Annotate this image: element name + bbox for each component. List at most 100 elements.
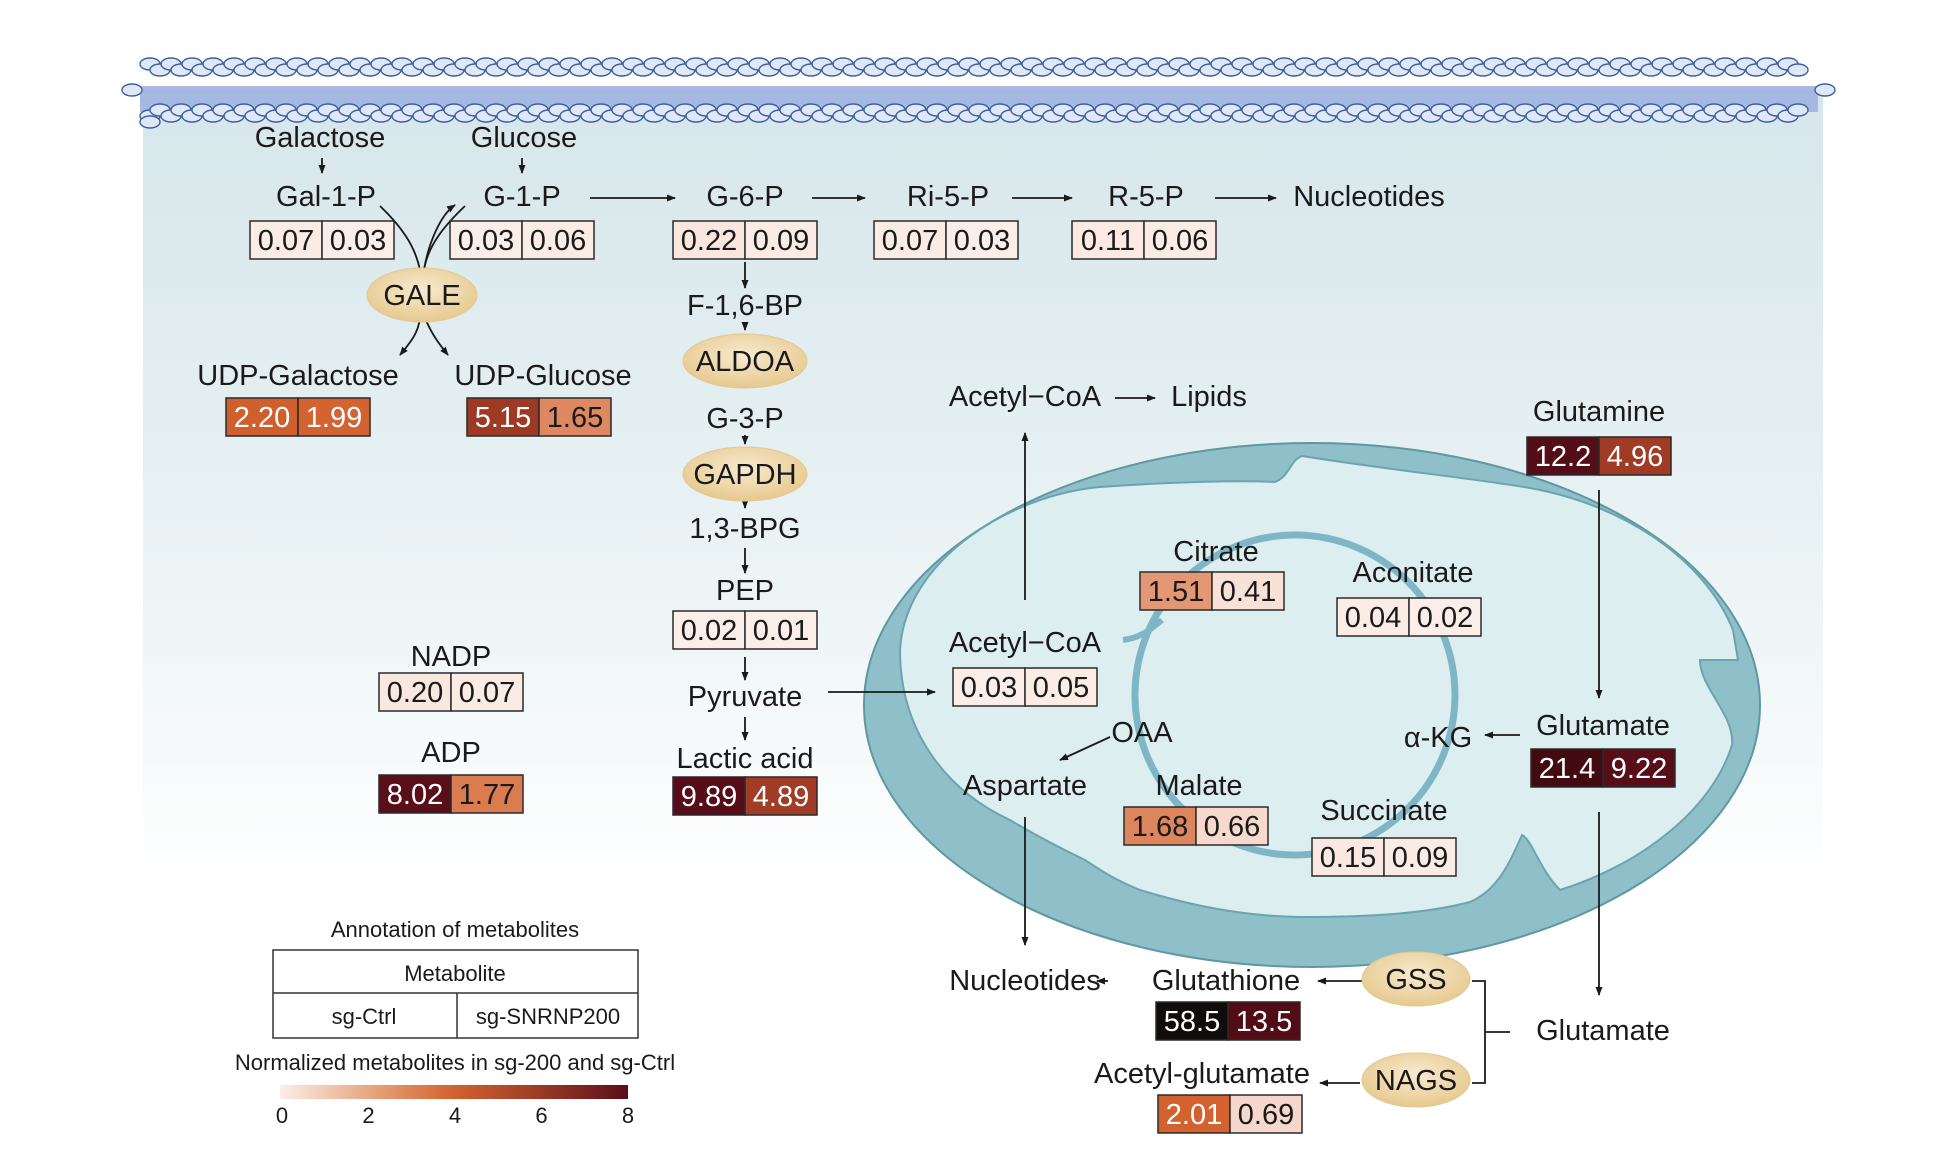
- value-cell-sg-ctrl: [449, 220, 523, 260]
- enzyme-label: GSS: [1385, 964, 1446, 996]
- label-succinate: Succinate: [1320, 795, 1447, 827]
- legend-color-scale: [280, 1085, 628, 1099]
- enzymes: GALE ALDOA GAPDH GSS NAGS: [366, 267, 1471, 1108]
- value-text: 0.03: [458, 225, 514, 257]
- label-aspartate: Aspartate: [963, 770, 1087, 802]
- value-text: 0.02: [681, 615, 737, 647]
- enzyme-label: NAGS: [1375, 1065, 1457, 1097]
- label-f16bp: F-1,6-BP: [687, 290, 803, 322]
- value-text: 0.07: [459, 677, 515, 709]
- value-text: 8.02: [387, 779, 443, 811]
- value-text: 1.65: [547, 402, 603, 434]
- label-gal1p: Gal-1-P: [276, 181, 376, 213]
- label-glutamate-bottom: Glutamate: [1536, 1015, 1670, 1047]
- value-box-g1p: 0.03 0.06: [449, 220, 595, 260]
- value-cell-sg-snrnp200: [1598, 436, 1672, 476]
- value-text: 1.77: [459, 779, 515, 811]
- value-box-g6p: 0.22 0.09: [672, 220, 818, 260]
- legend-table: [272, 949, 639, 1039]
- value-cell-sg-ctrl: [672, 220, 746, 260]
- value-cell-sg-snrnp200: [1227, 1001, 1301, 1041]
- value-cell-sg-ctrl: [672, 776, 746, 816]
- value-text: 0.07: [258, 225, 314, 257]
- enzyme-nags: NAGS: [1361, 1052, 1471, 1108]
- value-cell-sg-snrnp200: [1602, 748, 1676, 788]
- label-citrate: Citrate: [1173, 536, 1258, 568]
- value-text: 12.2: [1535, 441, 1591, 473]
- label-acetylcoa-lipids: Acetyl−CoA: [949, 381, 1102, 413]
- value-cell-sg-snrnp200: [945, 220, 1019, 260]
- value-cell-sg-ctrl: [1157, 1094, 1231, 1134]
- legend-sg-ctrl: sg-Ctrl: [332, 1004, 397, 1029]
- value-text: 0.01: [753, 615, 809, 647]
- value-text: 0.09: [753, 225, 809, 257]
- value-text: 0.03: [961, 672, 1017, 704]
- value-text: 0.07: [882, 225, 938, 257]
- value-cell-sg-snrnp200: [744, 610, 818, 650]
- value-box-glutamine: 12.2 4.96: [1526, 436, 1672, 476]
- value-cell-sg-snrnp200: [538, 397, 612, 437]
- label-glutamate-mito: Glutamate: [1536, 710, 1670, 742]
- value-cell-sg-ctrl: [1530, 748, 1604, 788]
- enzyme-gale: GALE: [366, 267, 478, 323]
- enzyme-aldoa: ALDOA: [682, 333, 808, 389]
- pathway-arrow: [1472, 980, 1486, 1084]
- cell-membrane: [121, 57, 1836, 129]
- mitochondrion: [863, 442, 1761, 968]
- value-text: 2.01: [1166, 1099, 1222, 1131]
- value-cell-sg-ctrl: [952, 667, 1026, 707]
- value-text: 0.20: [387, 677, 443, 709]
- value-text: 4.96: [1607, 441, 1663, 473]
- value-cell-sg-snrnp200: [450, 774, 524, 814]
- label-akg: α-KG: [1404, 722, 1472, 754]
- value-cell-sg-snrnp200: [744, 220, 818, 260]
- value-cell-sg-snrnp200: [297, 397, 371, 437]
- value-cell-sg-snrnp200: [1143, 220, 1217, 260]
- legend-tick-label: 2: [362, 1103, 374, 1128]
- label-glutamine: Glutamine: [1533, 396, 1665, 428]
- enzyme-label: ALDOA: [696, 346, 795, 378]
- value-cell-sg-ctrl: [1336, 597, 1410, 637]
- label-nucleotides-top: Nucleotides: [1293, 181, 1445, 213]
- value-cell-sg-ctrl: [1123, 806, 1197, 846]
- legend-tick-label: 8: [622, 1103, 634, 1128]
- value-text: 5.15: [475, 402, 531, 434]
- label-aconitate: Aconitate: [1353, 557, 1474, 589]
- pathway-arrow: [379, 205, 421, 271]
- label-lactic-acid: Lactic acid: [676, 743, 813, 775]
- label-acetylcoa-mito: Acetyl−CoA: [949, 627, 1102, 659]
- value-cell-sg-snrnp200: [1211, 571, 1285, 611]
- value-text: 0.06: [530, 225, 586, 257]
- label-g1p: G-1-P: [483, 181, 560, 213]
- enzyme-label: GAPDH: [693, 459, 796, 491]
- legend-scale-title: Normalized metabolites in sg-200 and sg-…: [235, 1050, 675, 1075]
- value-text: 0.66: [1204, 811, 1260, 843]
- value-text: 9.89: [681, 781, 737, 813]
- value-cell-sg-ctrl: [672, 610, 746, 650]
- label-udp-glucose: UDP-Glucose: [454, 360, 631, 392]
- value-cell-sg-snrnp200: [1024, 667, 1098, 707]
- legend: Annotation of metabolites Metabolite sg-…: [235, 917, 675, 1128]
- legend-metabolite: Metabolite: [404, 961, 506, 986]
- label-oaa: OAA: [1111, 717, 1173, 749]
- value-text: 21.4: [1539, 753, 1595, 785]
- value-cell-sg-snrnp200: [1383, 837, 1457, 877]
- value-cell-sg-snrnp200: [521, 220, 595, 260]
- label-r5p: R-5-P: [1108, 181, 1184, 213]
- label-bpg13: 1,3-BPG: [689, 513, 800, 545]
- value-cell-sg-ctrl: [1155, 1001, 1229, 1041]
- value-text: 0.22: [681, 225, 737, 257]
- legend-tick-label: 4: [449, 1103, 461, 1128]
